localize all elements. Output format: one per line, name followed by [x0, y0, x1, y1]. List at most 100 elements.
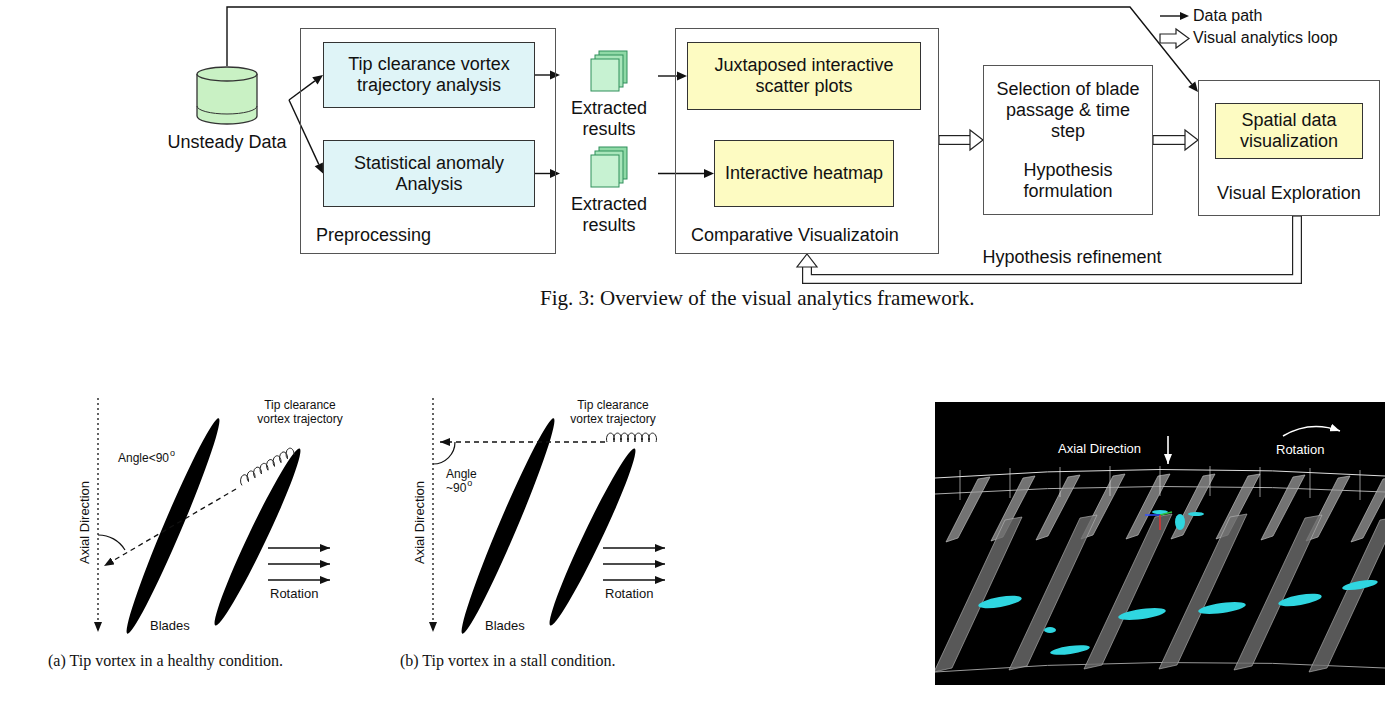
rendering [934, 402, 1392, 685]
rendering-part-part [1160, 512, 1172, 515]
subfigure-caption: (b) Tip vortex in a stall condition. [400, 652, 616, 670]
stall-sketch-part [432, 398, 433, 632]
rendering-part [1167, 436, 1169, 464]
rendering-part-part-part [1044, 627, 1056, 633]
rendering-part-part-part [946, 477, 990, 542]
loop-arrow-outline [1153, 135, 1185, 145]
callout-text: Tip clearance vortex trajectory [252, 399, 348, 427]
axis-label: Axial Direction [79, 480, 94, 563]
rendering-part-part-part [1260, 467, 1261, 497]
angle-label: Angle ~90 [446, 468, 486, 496]
process-box: Tip clearance vortex trajectory analysis [323, 42, 535, 108]
healthy-sketch [98, 398, 330, 637]
arrow-head [312, 75, 323, 85]
arrow-head [677, 72, 687, 81]
arrow-head [550, 169, 560, 178]
healthy-sketch-part [241, 448, 294, 485]
connector-line [658, 173, 704, 174]
loop-arrow-fill [1153, 136, 1185, 144]
rendering-part-part-part [1210, 466, 1211, 496]
rendering-part-part-part [935, 517, 1022, 672]
subfigure-caption: (a) Tip vortex in a healthy condition. [48, 652, 283, 670]
rendering-part-part-part [1277, 591, 1322, 608]
healthy-sketch-part [268, 579, 330, 580]
rendering-part [1283, 427, 1340, 436]
view-box: Spatial data visualization [1215, 103, 1363, 159]
stall-sketch-part [542, 445, 643, 630]
loop-arrow [939, 130, 983, 150]
stall-sketch-part [603, 563, 665, 564]
arrow-head [1185, 130, 1198, 150]
arrow-head [704, 169, 714, 178]
axis-label: Axial Direction [414, 480, 429, 563]
healthy-sketch-part [268, 563, 330, 564]
rendering-part-part-part [977, 593, 1022, 610]
angle-label: Angle<90 [118, 452, 169, 466]
rendering-part-part-part [1360, 470, 1361, 500]
stall-sketch-part [454, 415, 562, 637]
rendering-part-part-part [1171, 474, 1215, 539]
panel-title: Comparative Visualizatoin [691, 225, 899, 246]
rendering-part-part-part [1050, 643, 1091, 656]
legend-samples-part [1160, 15, 1180, 16]
node-text: Juxtaposed interactive scatter plots [696, 55, 912, 97]
rendering-part-part-part [1342, 578, 1379, 592]
connector-line [289, 81, 315, 100]
rendering-part-part-part [1118, 606, 1167, 623]
arrow-head [797, 254, 817, 267]
rendering-part-part-part [960, 470, 961, 500]
healthy-sketch-part [98, 535, 125, 550]
legend-samples-part [1180, 12, 1189, 20]
rendering-part-part-part [1036, 475, 1080, 540]
healthy-sketch-part [207, 445, 308, 630]
result-docs: Extracted results [560, 50, 658, 144]
degree-mark: o [467, 478, 472, 488]
loop-arrow-fill [939, 136, 970, 144]
data-arrow [289, 100, 323, 174]
loop-arrow [1153, 130, 1198, 150]
rendering-part-part-part [1159, 514, 1247, 669]
part-label: Blades [485, 619, 525, 634]
rendering-part-part [1159, 515, 1161, 530]
stage-panel: Visual Exploration Spatial data visualiza… [1198, 80, 1380, 216]
page [591, 155, 619, 187]
stage-panel: Comparative Visualizatoin Juxtaposed inte… [675, 28, 939, 254]
node-text: Tip clearance vortex trajectory analysis [332, 54, 526, 96]
render-label: Rotation [1276, 443, 1324, 458]
callout-text: Tip clearance vortex trajectory [565, 399, 661, 427]
data-arrow [289, 75, 323, 100]
panel-title: Preprocessing [316, 225, 431, 246]
result-docs: Extracted results [560, 146, 658, 246]
rendering-part-part-part [1084, 514, 1172, 669]
render-label: Axial Direction [1058, 442, 1141, 457]
stall-sketch-part [603, 579, 665, 580]
cylinder-ring [197, 106, 257, 114]
rendering-part-part-part [1175, 514, 1185, 530]
degree-mark: o [170, 448, 175, 458]
document-stack [589, 50, 629, 92]
process-box: Statistical anomaly Analysis [323, 140, 535, 207]
node-text: Spatial data visualization [1224, 110, 1354, 152]
legend-text: Visual analytics loop [1193, 29, 1338, 47]
node-text: Hypothesis formulation [990, 160, 1146, 202]
rendering-part-part-part [1060, 467, 1061, 497]
rendering-part [935, 466, 1385, 672]
rendering-part-part-part [1010, 468, 1011, 498]
node-text: Unsteady Data [167, 132, 286, 153]
node-text: Selection of blade passage & time step [990, 79, 1146, 142]
page [591, 59, 619, 91]
edge-label: Hypothesis refinement [982, 247, 1161, 268]
stall-sketch-part [433, 442, 455, 464]
part-label: Blades [150, 619, 190, 634]
rendering-part-part-part [1009, 515, 1097, 670]
legend-samples [1160, 12, 1189, 48]
document-stack [589, 146, 629, 188]
database-cylinder [196, 66, 258, 126]
stall-sketch-part [607, 433, 657, 442]
rendering-part-part-part [1261, 475, 1305, 540]
rendering-part-part-part [1160, 466, 1161, 496]
panel-title: Visual Exploration [1199, 183, 1379, 204]
data-arrow [658, 169, 714, 178]
data-arrow [535, 71, 560, 80]
